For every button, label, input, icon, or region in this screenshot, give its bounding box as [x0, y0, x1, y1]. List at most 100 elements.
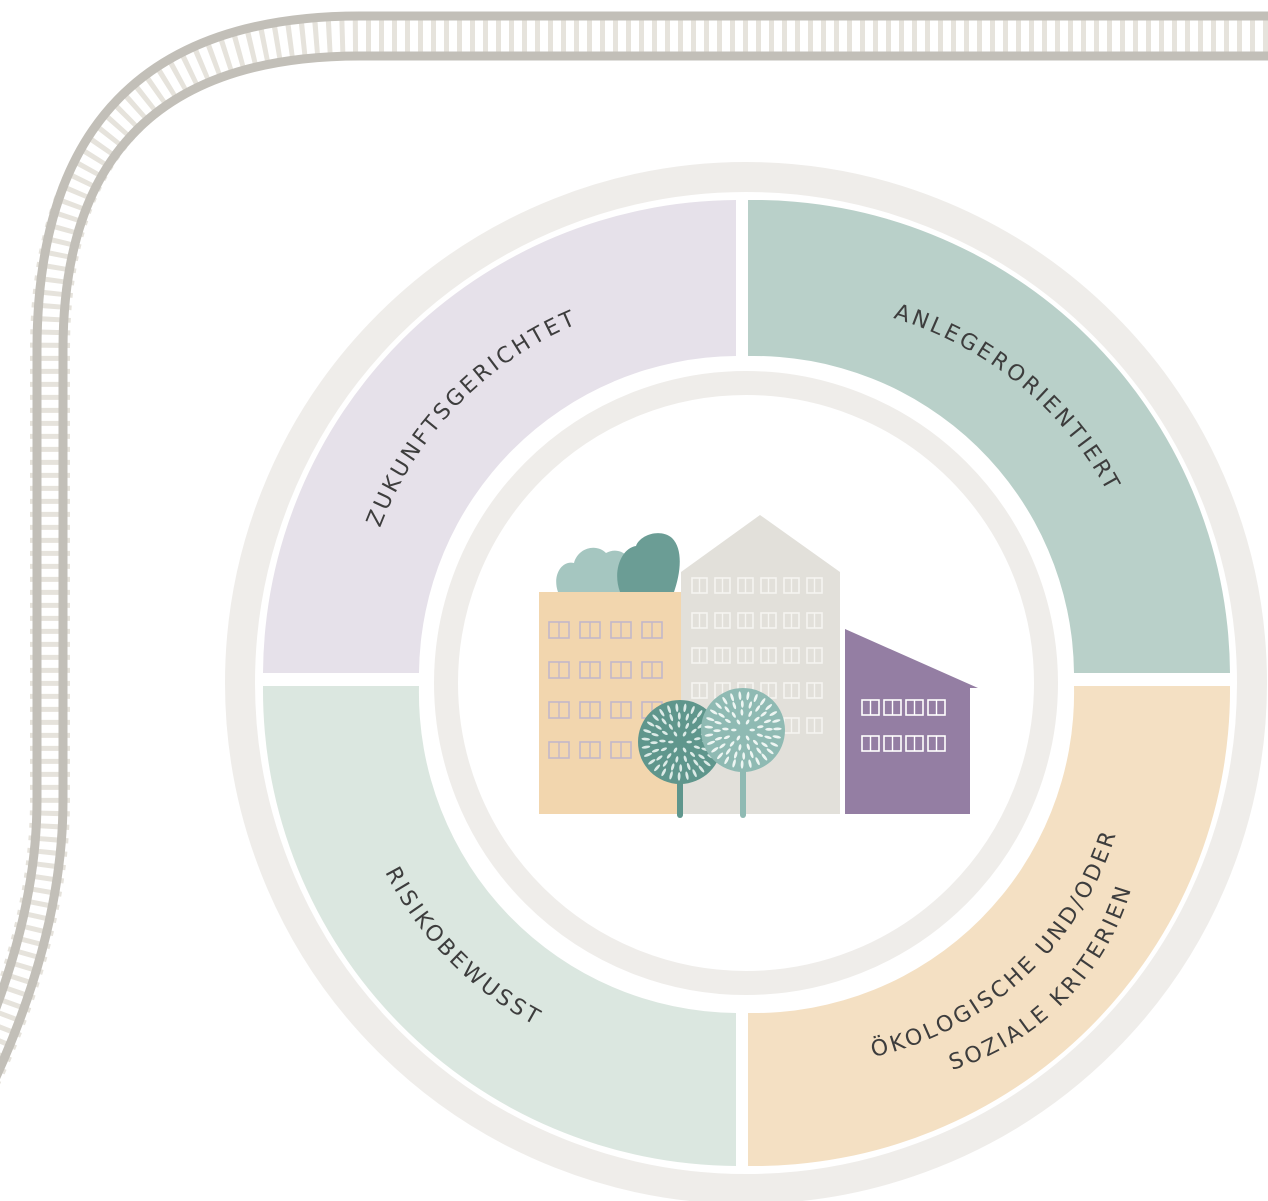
leaf-mark: [717, 752, 724, 760]
leaf-mark: [666, 753, 672, 759]
leaf-mark: [668, 723, 673, 730]
leaf-mark: [715, 702, 722, 709]
leaf-mark: [706, 717, 715, 722]
segment-anlegerorientiert: [748, 199, 1230, 673]
leaf-mark: [651, 732, 659, 737]
leaf-mark: [661, 730, 668, 735]
leaf-mark: [704, 733, 714, 737]
leaf-mark: [704, 725, 713, 729]
leaf-mark: [711, 747, 719, 753]
leaf-mark: [654, 764, 661, 772]
leaf-mark: [651, 748, 660, 753]
leaf-mark: [673, 747, 678, 753]
leaf-mark: [706, 740, 716, 745]
leaf-mark: [761, 742, 768, 748]
leaf-mark: [731, 728, 737, 732]
leaf-mark: [643, 752, 653, 757]
leaf-mark: [690, 705, 695, 715]
leaf-mark: [709, 709, 718, 715]
leaf-mark: [646, 721, 655, 727]
leaf-mark: [669, 713, 674, 722]
leaf-mark: [662, 760, 668, 767]
leaf-mark: [740, 709, 744, 716]
leaf-mark: [754, 716, 760, 722]
leaf-mark: [643, 729, 652, 734]
tree-icon: [638, 700, 722, 818]
leaf-mark: [682, 731, 687, 737]
leaf-mark: [655, 724, 662, 730]
tree-icon: [701, 688, 785, 818]
leaf-mark: [736, 735, 741, 741]
leaf-mark: [753, 693, 758, 703]
leaf-mark: [669, 771, 673, 780]
leaf-mark: [677, 721, 681, 728]
leaf-mark: [694, 737, 701, 741]
leaf-mark: [661, 718, 667, 725]
leaf-mark: [732, 759, 736, 768]
leaf-mark: [718, 712, 725, 718]
leaf-mark: [660, 747, 667, 752]
leaf-mark: [731, 711, 736, 718]
leaf-mark: [691, 728, 697, 734]
leaf-mark: [755, 705, 761, 712]
leaf-mark: [696, 710, 703, 718]
leaf-mark: [745, 735, 750, 741]
leaf-mark: [659, 708, 665, 717]
leaf-mark: [698, 754, 705, 760]
leaf-mark: [723, 735, 730, 740]
leaf-mark: [689, 751, 696, 757]
leaf-mark: [661, 768, 667, 777]
leaf-mark: [760, 711, 767, 717]
segment-zukunftsgerichtet: [263, 200, 736, 673]
leaf-mark: [748, 701, 753, 709]
leaf-mark: [719, 743, 726, 749]
leaf-mark: [692, 769, 697, 778]
leaf-mark: [730, 693, 734, 702]
leaf-mark: [752, 739, 759, 745]
leaf-mark: [745, 719, 750, 725]
leaf-mark: [761, 753, 768, 761]
leaf-mark: [670, 763, 675, 771]
leaf-mark: [746, 691, 750, 701]
leaf-mark: [682, 747, 687, 753]
building-right: [845, 629, 978, 814]
leaf-mark: [756, 733, 764, 737]
leaf-mark: [740, 700, 744, 708]
segment-risikobewusst: [262, 686, 736, 1166]
leaf-mark: [656, 755, 663, 761]
leaf-mark: [641, 745, 651, 749]
leaf-mark: [685, 722, 690, 729]
leaf-mark: [683, 755, 687, 762]
leaf-mark: [673, 731, 678, 737]
leaf-mark: [749, 750, 754, 759]
leaf-mark: [764, 735, 772, 740]
leaf-mark: [668, 740, 674, 744]
leaf-mark: [738, 744, 742, 751]
leaf-mark: [757, 725, 764, 729]
leaf-mark: [773, 727, 782, 731]
leaf-mark: [738, 691, 742, 700]
outer-ring: [225, 162, 1267, 1201]
leaf-mark: [769, 711, 778, 716]
leaf-mark: [648, 759, 656, 765]
leaf-mark: [686, 762, 691, 771]
leaf-mark: [724, 706, 730, 713]
leaf-mark: [722, 696, 728, 705]
bush-icon: [556, 533, 680, 592]
buildings-with-trees-icon: [539, 515, 978, 818]
leaf-mark: [693, 759, 699, 766]
inner-ring: [434, 371, 1058, 995]
leaf-mark: [703, 760, 711, 767]
leaf-mark: [686, 740, 692, 744]
leaf-mark: [755, 757, 760, 766]
leaf-mark: [683, 703, 687, 713]
leaf-mark: [714, 736, 723, 741]
leaf-mark: [713, 729, 721, 733]
leaf-mark: [733, 751, 738, 759]
leaf-mark: [659, 739, 666, 743]
railway-track-icon: [0, 11, 1268, 1085]
leaf-mark: [729, 741, 735, 747]
leaf-mark: [746, 743, 750, 750]
leaf-mark: [770, 742, 779, 747]
